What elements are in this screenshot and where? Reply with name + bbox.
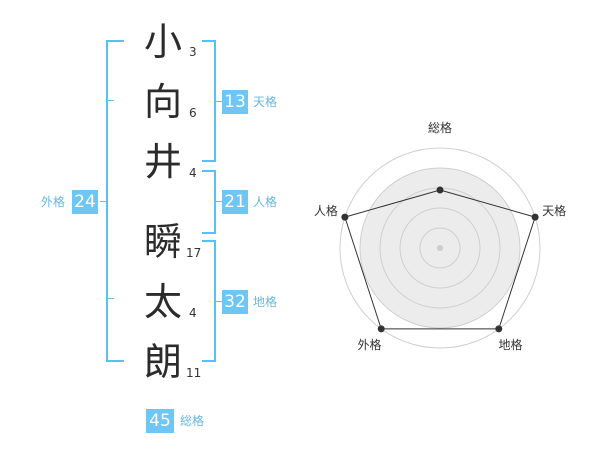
gaikaku-bracket xyxy=(106,40,124,362)
chikaku-value: 32 xyxy=(222,290,248,314)
name-char-2: 向 xyxy=(143,80,182,124)
radar-axis-label-3: 地格 xyxy=(499,337,523,352)
tenkaku-label: 天格 xyxy=(253,95,278,109)
gaikaku-value: 24 xyxy=(72,190,98,214)
gaikaku-label: 外格 xyxy=(41,195,66,209)
soukaku-value: 45 xyxy=(146,409,174,433)
stroke-count-3: 4 xyxy=(189,166,197,180)
jinkaku-label: 人格 xyxy=(253,195,278,209)
radar-axis-label-2: 天格 xyxy=(542,203,566,218)
stroke-count-2: 6 xyxy=(189,106,197,120)
jinkaku-connector xyxy=(216,201,222,202)
radar-axis-label-4: 外格 xyxy=(357,337,381,352)
name-char-3: 井 xyxy=(143,140,182,184)
radar-point-3 xyxy=(495,325,503,333)
radar-point-4 xyxy=(377,325,385,333)
name-char-4: 瞬 xyxy=(143,220,182,264)
soukaku-label: 総格 xyxy=(180,414,205,428)
jinkaku-bracket xyxy=(202,170,216,234)
radar-axis-label-1: 総格 xyxy=(428,120,452,135)
radar-points xyxy=(341,186,539,333)
stroke-count-6: 11 xyxy=(186,366,202,380)
name-char-6: 朗 xyxy=(143,340,182,384)
jinkaku-value: 21 xyxy=(222,190,248,214)
name-char-1: 小 xyxy=(143,20,182,64)
gaikaku-connector xyxy=(100,201,106,202)
tenkaku-value: 13 xyxy=(222,90,248,114)
chikaku-connector xyxy=(216,301,222,302)
radar-point-5 xyxy=(341,213,349,221)
chikaku-label: 地格 xyxy=(253,295,278,309)
stroke-count-5: 4 xyxy=(189,306,197,320)
radar-center-dot xyxy=(437,245,443,251)
tenkaku-connector xyxy=(216,101,222,102)
radar-point-1 xyxy=(436,186,444,194)
tenkaku-bracket xyxy=(202,40,216,162)
gaikaku-tick-2 xyxy=(106,298,114,299)
chikaku-bracket xyxy=(202,240,216,362)
radar-data-polygon xyxy=(344,189,536,330)
radar-point-2 xyxy=(531,213,539,221)
stroke-count-1: 3 xyxy=(189,45,197,59)
name-char-5: 太 xyxy=(143,280,182,324)
stroke-count-4: 17 xyxy=(186,246,202,260)
radar-axis-label-5: 人格 xyxy=(314,203,338,218)
gaikaku-tick-1 xyxy=(106,100,114,101)
